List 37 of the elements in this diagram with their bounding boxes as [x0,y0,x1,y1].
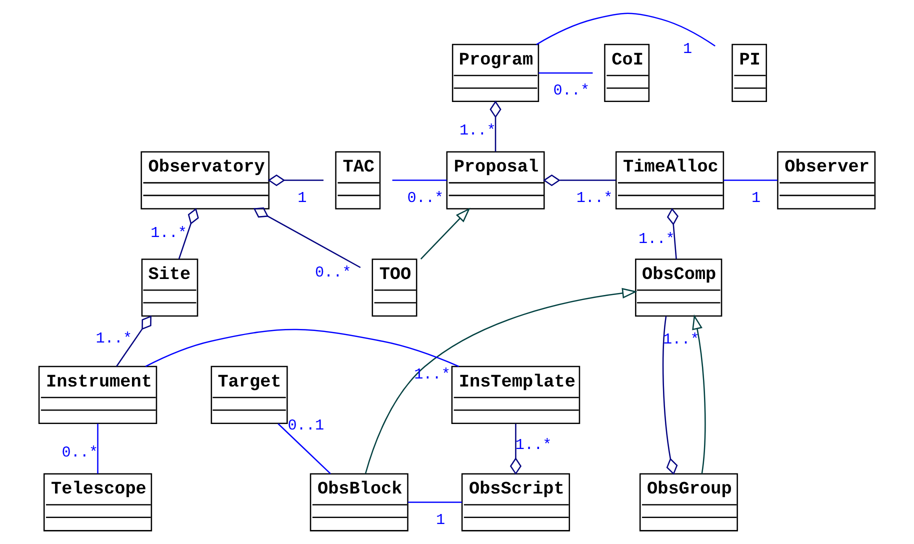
connector [145,328,460,368]
connector [510,424,522,475]
edge-label: 1 [436,511,446,530]
connector [536,12,716,47]
edge-label: 1 [298,189,307,208]
edge-label: 0..1 [288,416,324,434]
connector [392,180,447,181]
edge-label: 1..* [576,189,613,208]
edge-label: 1..* [638,230,675,248]
edge-label: 1..* [96,330,132,348]
edge-label: 1..* [515,436,552,454]
edge-label: 1..* [459,121,496,140]
connector [543,174,616,186]
connector [278,423,331,474]
edge-label: 1..* [663,330,700,348]
connector [490,100,502,152]
connector [116,315,152,367]
edge-label: 0..* [62,443,98,462]
edge-label: 1..* [414,365,450,384]
arrow [364,288,638,474]
connector [97,424,98,474]
edge-label: 0..* [314,264,352,282]
edge-label: 1..* [150,224,188,242]
edge-label: 1 [752,189,761,208]
edge-label: 0..* [553,82,590,100]
edge-label: 1 [682,40,692,58]
connector [408,502,462,503]
arrow [692,314,706,474]
arrow [420,208,470,260]
connector [662,316,678,475]
connector [268,174,324,186]
edge-label: 0..* [407,189,444,208]
connector [724,180,778,181]
connector [253,207,361,268]
connector [538,72,593,74]
connector [178,208,199,260]
connector [666,208,679,260]
